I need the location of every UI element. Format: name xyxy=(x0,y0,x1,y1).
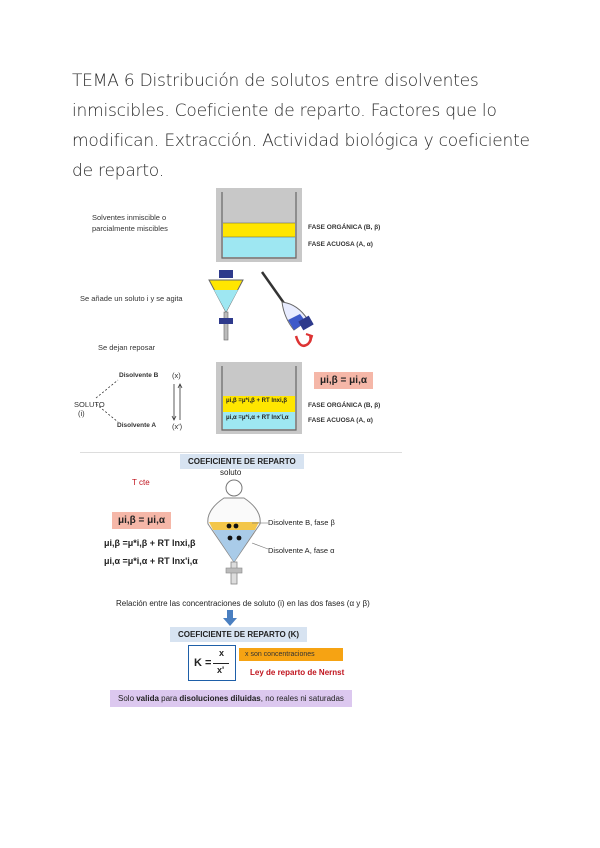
reposar-label: Se dejan reposar xyxy=(98,343,156,352)
xprime-label: (x') xyxy=(172,422,183,431)
eq-beta-in-beaker: μi,β =μ*i,β + RT lnxi,β xyxy=(226,398,288,404)
relacion-text: Relación entre las concentraciones de so… xyxy=(116,599,370,608)
pointer-lines xyxy=(251,522,269,550)
fase-organica-label: FASE ORGÁNICA (B, β) xyxy=(308,224,381,231)
x-concentration-note: x son concentraciones xyxy=(239,648,343,661)
fase-acuosa-label-2: FASE ACUOSA (A, α) xyxy=(308,417,373,424)
tcte-label: T cte xyxy=(132,478,150,487)
disolvente-a-label: Disolvente A xyxy=(117,422,157,429)
fraction-bar xyxy=(213,663,229,664)
nernst-law-label: Ley de reparto de Nernst xyxy=(250,668,345,677)
fase-organica-label-2: FASE ORGÁNICA (B, β) xyxy=(308,402,381,409)
soluto-label-left: soluto xyxy=(74,400,105,409)
coef-reparto-k-header: COEFICIENTE DE REPARTO (K) xyxy=(170,627,308,642)
disolvente-b-fase: Disolvente B, fase β xyxy=(268,518,335,527)
disolvente-b-label: Disolvente B xyxy=(119,372,159,379)
equation-alpha: μi,α =μ*i,α + RT lnx'i,α xyxy=(104,556,198,566)
equilibrium-arrows xyxy=(95,379,183,423)
soluto-i-label: (i) xyxy=(78,409,85,418)
anade-soluto-label: Se añade un soluto i y se agita xyxy=(80,294,183,303)
mu-equality-box: μi,β = μi,α xyxy=(314,372,373,389)
eq-alpha-in-beaker: μi,α =μ*i,α + RT lnx'i,α xyxy=(226,415,289,421)
soluto-top-label: soluto xyxy=(220,468,242,477)
solventes-label: Solventes inmiscible o parcialmente misc… xyxy=(92,213,168,233)
separatory-funnel-icon xyxy=(208,270,244,341)
coef-reparto-header: COEFICIENTE DE REPARTO xyxy=(180,454,304,469)
k-numerator: x xyxy=(219,648,225,658)
x-label: (x) xyxy=(172,371,181,380)
down-arrow-icon xyxy=(223,610,237,626)
mu-equality-box-2: μi,β = μi,α xyxy=(112,512,171,529)
disolvente-a-fase: Disolvente A, fase α xyxy=(268,546,335,555)
divider xyxy=(80,452,402,453)
beaker-two-phases xyxy=(216,188,302,262)
funnel-phases-icon xyxy=(207,479,261,585)
shaking-funnel-icon xyxy=(260,271,314,347)
page-title: TEMA 6 Distribución de solutos entre dis… xyxy=(72,71,530,181)
beaker-equilibrium xyxy=(216,362,302,434)
equation-beta: μi,β =μ*i,β + RT lnxi,β xyxy=(104,538,196,548)
k-formula-box: K = x x' xyxy=(188,645,236,681)
validity-note: Solo valida para disoluciones diluidas, … xyxy=(110,690,352,707)
k-label: K = xyxy=(194,657,212,669)
fase-acuosa-label: FASE ACUOSA (A, α) xyxy=(308,241,373,248)
k-denominator: x' xyxy=(217,665,225,675)
